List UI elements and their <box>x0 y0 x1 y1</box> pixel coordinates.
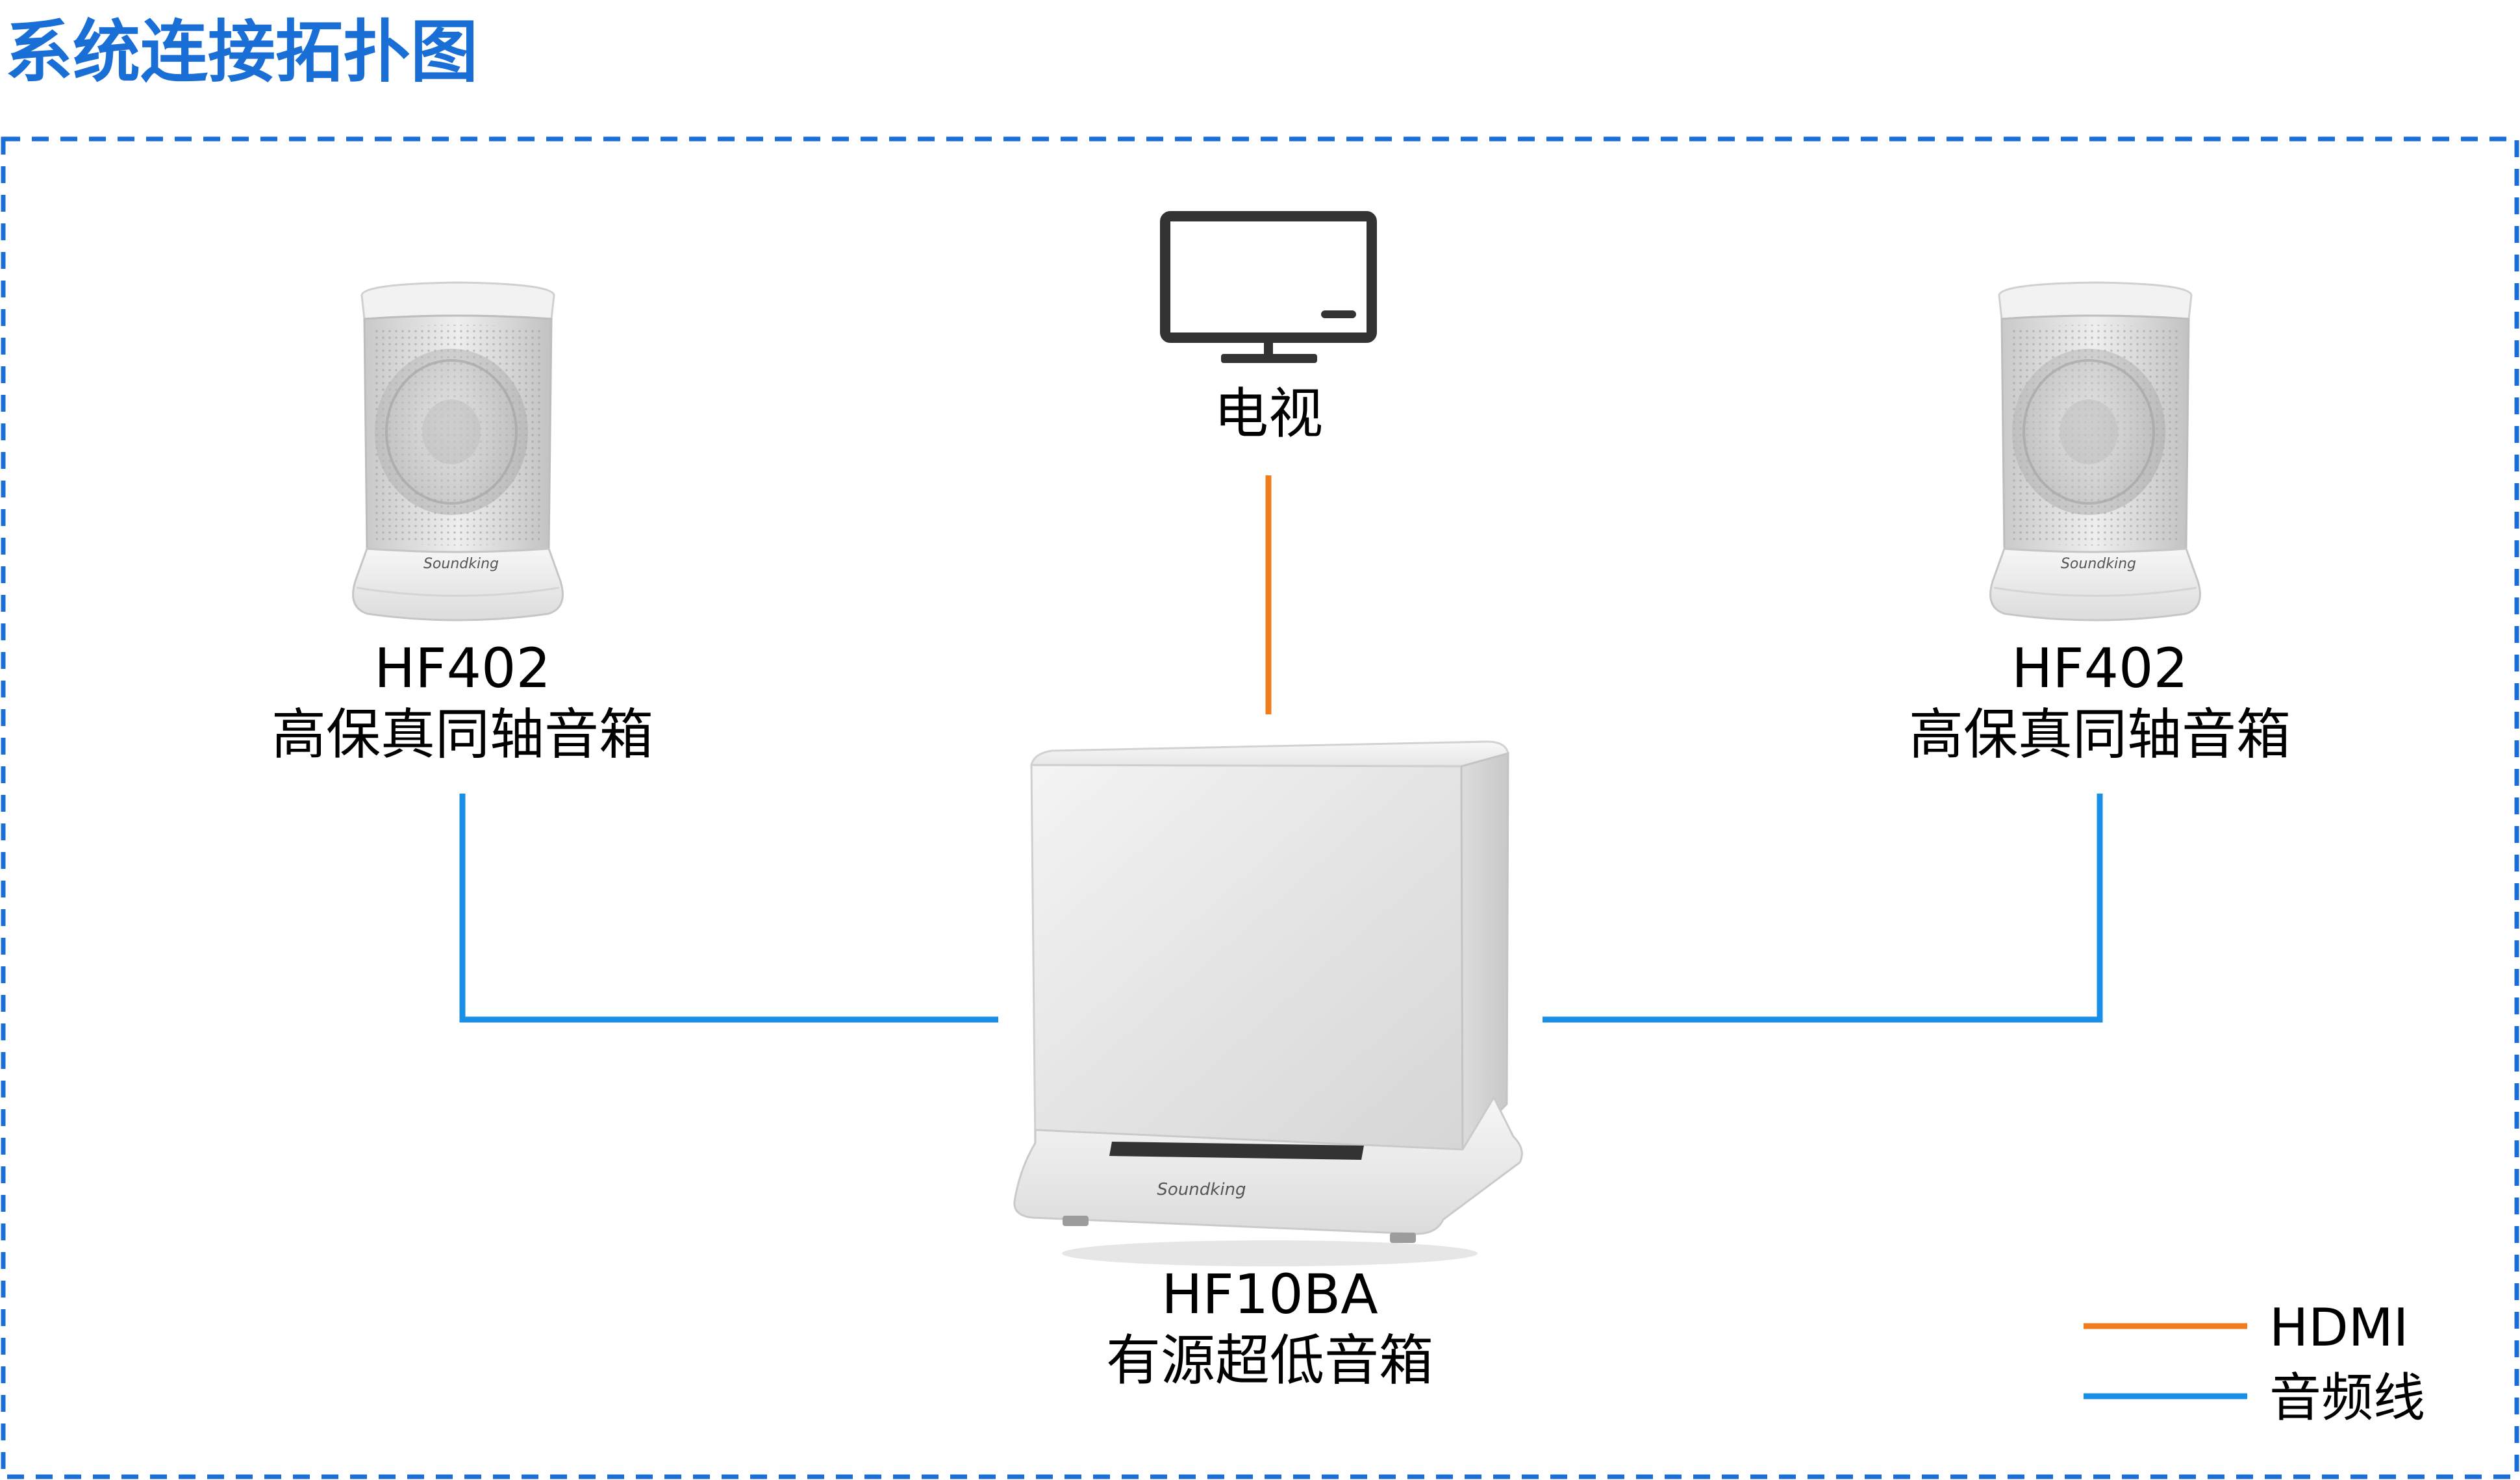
right-speaker-image: Soundking <box>1989 281 2202 621</box>
left-speaker-image: Soundking <box>351 281 564 621</box>
tv-label: 电视 <box>1214 382 1323 445</box>
legend-label-audio: 音频线 <box>2269 1368 2425 1428</box>
tv-icon <box>1160 211 1377 363</box>
audio-cable-right <box>1543 794 2103 1023</box>
right-speaker-logo: Soundking <box>2061 556 2136 572</box>
subwoofer-desc: 有源超低音箱 <box>1106 1329 1433 1392</box>
left-speaker-logo: Soundking <box>423 556 499 572</box>
subwoofer-logo: Soundking <box>1157 1180 1246 1199</box>
audio-cable-left <box>459 794 998 1023</box>
legend-label-hdmi: HDMI <box>2269 1298 2408 1358</box>
right-speaker-model: HF402 <box>2011 636 2188 700</box>
diagram-frame <box>1 136 2519 1479</box>
diagram-title: 系统连接拓扑图 <box>5 12 478 92</box>
subwoofer-model: HF10BA <box>1161 1262 1378 1326</box>
subwoofer-image: Soundking <box>1013 740 1523 1266</box>
right-speaker-desc: 高保真同轴音箱 <box>1909 703 2291 766</box>
legend: HDMI 音频线 <box>2084 1298 2425 1428</box>
left-speaker-desc: 高保真同轴音箱 <box>271 703 653 766</box>
left-speaker-model: HF402 <box>374 636 551 700</box>
